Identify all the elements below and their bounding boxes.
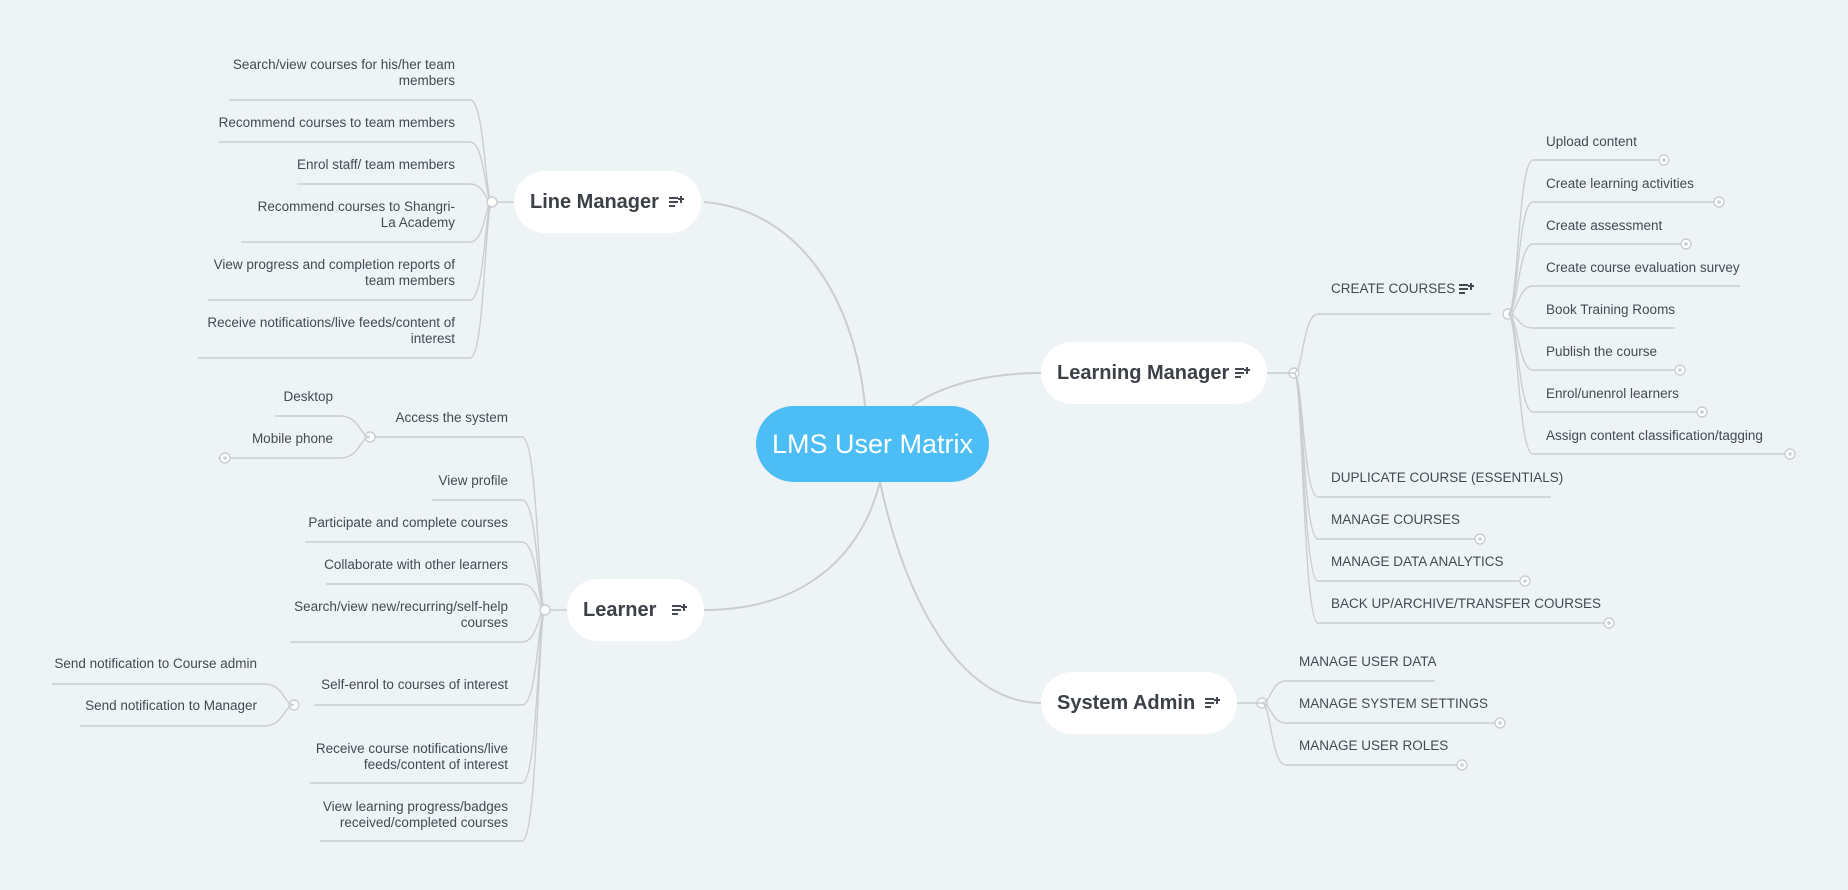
subtopic-notify-manager[interactable]: Send notification to Manager: [85, 698, 257, 713]
expand-collapse-dot: [1460, 763, 1464, 767]
notes-icon[interactable]: [1459, 282, 1475, 296]
subtopic-lm-2[interactable]: Recommend courses to team members: [218, 115, 455, 130]
topic-line-manager[interactable]: Line Manager: [514, 171, 701, 233]
subtopic-collaborate[interactable]: Collaborate with other learners: [324, 557, 508, 572]
notes-icon[interactable]: [1205, 696, 1221, 710]
subtopic-backup-archive[interactable]: BACK UP/ARCHIVE/TRANSFER COURSES: [1331, 596, 1602, 611]
connector-cc-item: [1507, 285, 1740, 315]
connector-root-line-manager: [703, 201, 866, 407]
connector-cc-item: [1507, 201, 1719, 315]
connector-cc-item: [1507, 313, 1680, 371]
root-topic[interactable]: LMS User Matrix: [756, 406, 989, 482]
notes-icon[interactable]: [669, 195, 685, 209]
subtopic-lm-5[interactable]: View progress and completion reports of …: [213, 257, 455, 288]
subtopic-mobile-phone[interactable]: Mobile phone: [251, 431, 333, 446]
subtopic-lm-4[interactable]: Recommend courses to Shangri-La Academy: [257, 199, 455, 230]
subtopic-receive-notifications[interactable]: Receive course notifications/live feeds/…: [315, 741, 508, 772]
subtopic-publish-course[interactable]: Publish the course: [1546, 344, 1658, 359]
subtopic-create-courses[interactable]: CREATE COURSES: [1331, 281, 1455, 297]
branch-node-dot[interactable]: [486, 196, 498, 208]
connector-learner-item: [320, 609, 546, 842]
subtopic-view-profile[interactable]: View profile: [438, 473, 508, 488]
topic-learner-label: Learner: [583, 598, 657, 621]
subtopic-upload-content[interactable]: Upload content: [1546, 134, 1637, 149]
connector-lm2-item: [1293, 313, 1491, 374]
notes-icon[interactable]: [672, 603, 688, 617]
subtopic-manage-user-roles[interactable]: MANAGE USER ROLES: [1299, 738, 1449, 753]
subtopic-participate[interactable]: Participate and complete courses: [308, 515, 508, 530]
branch-node-dot[interactable]: [539, 604, 551, 616]
expand-collapse-dot: [1700, 410, 1704, 414]
subtopic-notify-course-admin[interactable]: Send notification to Course admin: [54, 656, 257, 671]
connector-lm2-item: [1293, 372, 1609, 624]
topic-line-manager-label: Line Manager: [530, 190, 659, 213]
connector-cc-item: [1507, 313, 1675, 329]
subtopic-access-system[interactable]: Access the system: [395, 410, 508, 425]
expand-collapse-dot: [1523, 579, 1527, 583]
expand-collapse-dot: [1684, 242, 1688, 246]
connector-notify-admin: [52, 683, 295, 706]
subtopic-create-learning-activities[interactable]: Create learning activities: [1546, 176, 1694, 191]
subtopic-manage-courses[interactable]: MANAGE COURSES: [1331, 512, 1461, 527]
expand-collapse-dot: [1788, 452, 1792, 456]
expand-collapse-dot: [223, 456, 227, 460]
root-topic-label: LMS User Matrix: [771, 428, 974, 459]
subtopic-lm-6[interactable]: Receive notifications/live feeds/content…: [207, 315, 455, 346]
subtopic-assign-classification[interactable]: Assign content classification/tagging: [1546, 428, 1763, 443]
notes-icon[interactable]: [1235, 366, 1251, 380]
connector-mobile: [218, 436, 371, 459]
subtopic-create-courses-label: CREATE COURSES: [1331, 281, 1456, 296]
topic-learning-manager-label: Learning Manager: [1057, 361, 1230, 384]
subtopic-manage-user-data[interactable]: MANAGE USER DATA: [1299, 654, 1437, 669]
expand-collapse-dot: [1678, 368, 1682, 372]
subtopic-search-view[interactable]: Search/view new/recurring/self-help cour…: [294, 599, 508, 630]
subtopic-self-enrol[interactable]: Self-enrol to courses of interest: [321, 677, 508, 692]
subtopic-manage-system-settings[interactable]: MANAGE SYSTEM SETTINGS: [1299, 696, 1489, 711]
subtopic-create-assessment[interactable]: Create assessment: [1546, 218, 1663, 233]
expand-collapse-dot: [1498, 721, 1502, 725]
connector-root-learning-manager: [911, 372, 1042, 407]
expand-collapse-dot: [1607, 621, 1611, 625]
subtopic-enrol-unenrol[interactable]: Enrol/unenrol learners: [1546, 386, 1679, 401]
expand-collapse-dot: [1662, 158, 1666, 162]
subtopic-lm-3[interactable]: Enrol staff/ team members: [296, 157, 455, 172]
subtopic-lm-1[interactable]: Search/view courses for his/her team mem…: [232, 57, 455, 88]
topic-system-admin[interactable]: System Admin: [1041, 672, 1237, 734]
expand-collapse-dot: [1478, 537, 1482, 541]
connector-cc-item: [1507, 243, 1686, 315]
connector-root-system-admin: [879, 481, 1042, 704]
subtopic-manage-data-analytics[interactable]: MANAGE DATA ANALYTICS: [1331, 554, 1504, 569]
subtopic-duplicate-course[interactable]: DUPLICATE COURSE (ESSENTIALS): [1331, 470, 1564, 485]
expand-collapse-dot: [1717, 200, 1721, 204]
topic-learner[interactable]: Learner: [567, 579, 704, 641]
connector-sa-item: [1261, 702, 1462, 766]
subtopic-book-training-rooms[interactable]: Book Training Rooms: [1546, 302, 1676, 317]
connector-sa-item: [1261, 680, 1435, 704]
subtopic-create-evaluation-survey[interactable]: Create course evaluation survey: [1546, 260, 1740, 275]
topic-learning-manager[interactable]: Learning Manager: [1041, 342, 1267, 404]
connector-cc-item: [1507, 313, 1790, 455]
connector-desktop: [275, 415, 371, 438]
subtopic-view-progress[interactable]: View learning progress/badges received/c…: [322, 799, 508, 830]
subtopic-desktop[interactable]: Desktop: [283, 389, 333, 404]
connector-root-learner: [703, 481, 881, 611]
topic-system-admin-label: System Admin: [1057, 691, 1196, 714]
connector-lm-item: [198, 201, 493, 359]
connector-notify-manager: [80, 704, 295, 727]
